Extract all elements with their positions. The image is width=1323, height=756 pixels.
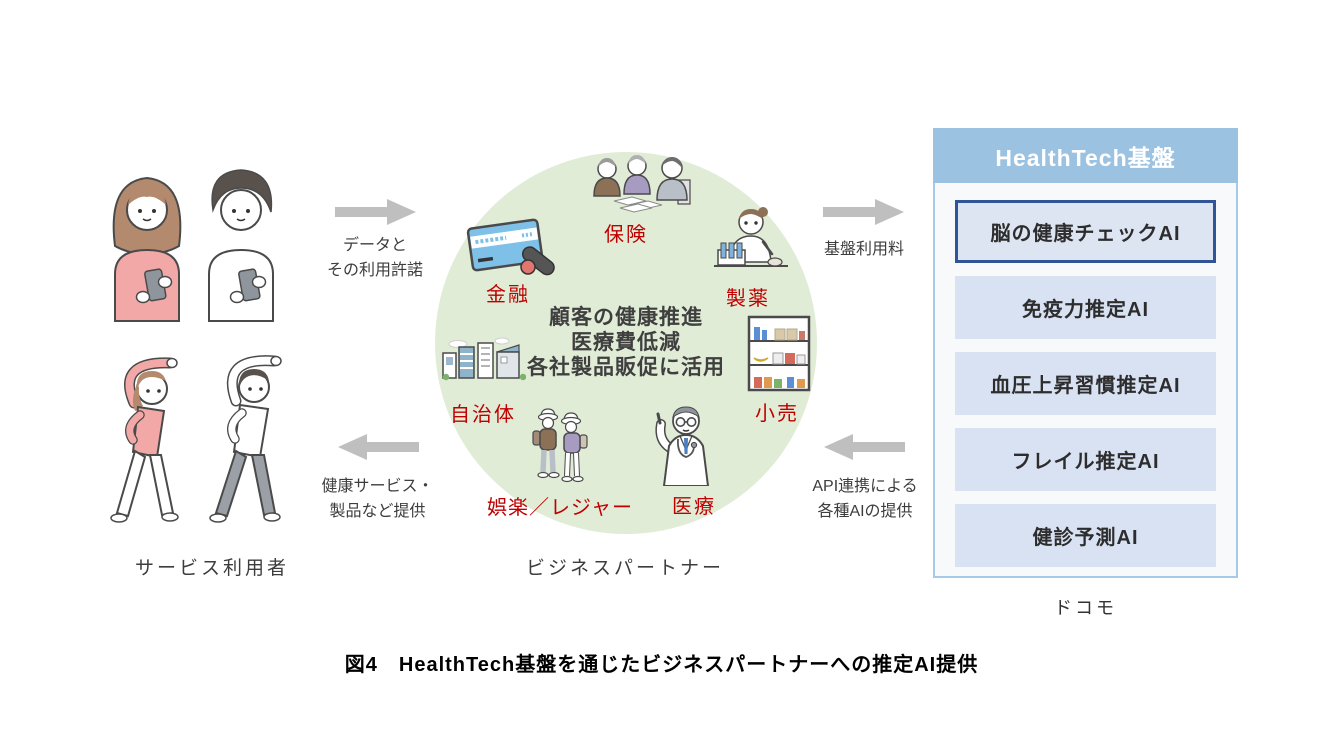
arrow-left-api-icon bbox=[824, 434, 905, 460]
platform-body: 脳の健康チェックAI 免疫力推定AI 血圧上昇習慣推定AI フレイル推定AI 健… bbox=[933, 183, 1238, 578]
partner-insurance-label: 保険 bbox=[604, 224, 648, 246]
figure-caption: 図4 HealthTech基盤を通じたビジネスパートナーへの推定AI提供 bbox=[344, 654, 979, 676]
flow-api-ai-line2: 各種AIの提供 bbox=[817, 503, 913, 520]
leisure-hikers-illustration bbox=[532, 408, 588, 483]
flow-api-ai-line1: API連携による bbox=[812, 478, 918, 495]
ai-item-immunity-estimation: 免疫力推定AI bbox=[955, 276, 1216, 339]
medical-doctor-illustration bbox=[655, 406, 710, 486]
arrow-right-data-icon bbox=[335, 199, 416, 225]
municipality-buildings-illustration bbox=[442, 337, 526, 381]
ai-item-frailty-estimation: フレイル推定AI bbox=[955, 428, 1216, 491]
flow-health-services-line1: 健康サービス・ bbox=[321, 478, 434, 495]
partner-municipality-label: 自治体 bbox=[450, 404, 516, 426]
insurance-meeting-illustration bbox=[593, 155, 691, 213]
goal-line-1: 顧客の健康推進 bbox=[549, 306, 703, 329]
partner-leisure-label: 娯楽／レジャー bbox=[487, 497, 633, 519]
flow-platform-fee: 基盤利用料 bbox=[803, 237, 925, 262]
partner-finance-label: 金融 bbox=[486, 284, 530, 306]
flow-data-license-line1: データと bbox=[342, 237, 407, 254]
service-users-label: サービス利用者 bbox=[134, 558, 289, 579]
business-partners-label: ビジネスパートナー bbox=[525, 558, 724, 579]
partner-medical-label: 医療 bbox=[672, 496, 716, 518]
flow-health-services-line2: 製品など提供 bbox=[329, 503, 426, 520]
arrow-left-services-icon bbox=[338, 434, 419, 460]
retail-shelf-illustration bbox=[747, 315, 811, 392]
flow-data-license: データと その利用許諾 bbox=[305, 233, 445, 283]
goal-line-3: 各社製品販促に活用 bbox=[527, 356, 725, 379]
platform-title: HealthTech基盤 bbox=[933, 128, 1238, 183]
business-partners-circle: 保険 金融 bbox=[435, 152, 817, 534]
goal-line-2: 医療費低減 bbox=[571, 331, 681, 354]
flow-api-ai: API連携による 各種AIの提供 bbox=[798, 474, 932, 524]
healthtech-platform-panel: HealthTech基盤 脳の健康チェックAI 免疫力推定AI 血圧上昇習慣推定… bbox=[933, 128, 1238, 578]
ai-item-checkup-prediction: 健診予測AI bbox=[955, 504, 1216, 567]
finance-card-illustration bbox=[466, 218, 555, 276]
flow-data-license-line2: その利用許諾 bbox=[326, 262, 423, 279]
partner-retail-label: 小売 bbox=[755, 403, 799, 425]
circle-goals-text: 顧客の健康推進 医療費低減 各社製品販促に活用 bbox=[495, 305, 757, 380]
arrow-right-fee-icon bbox=[823, 199, 904, 225]
partner-pharma-label: 製薬 bbox=[726, 288, 770, 310]
flow-health-services: 健康サービス・ 製品など提供 bbox=[300, 474, 455, 524]
people-with-phones-illustration bbox=[112, 169, 274, 322]
pharma-scientist-illustration bbox=[714, 207, 788, 267]
flow-platform-fee-line1: 基盤利用料 bbox=[823, 241, 904, 258]
provider-label: ドコモ bbox=[1054, 598, 1117, 618]
ai-item-brain-health-check: 脳の健康チェックAI bbox=[955, 200, 1216, 263]
people-stretching-illustration bbox=[110, 355, 282, 523]
ai-item-blood-pressure-habit: 血圧上昇習慣推定AI bbox=[955, 352, 1216, 415]
